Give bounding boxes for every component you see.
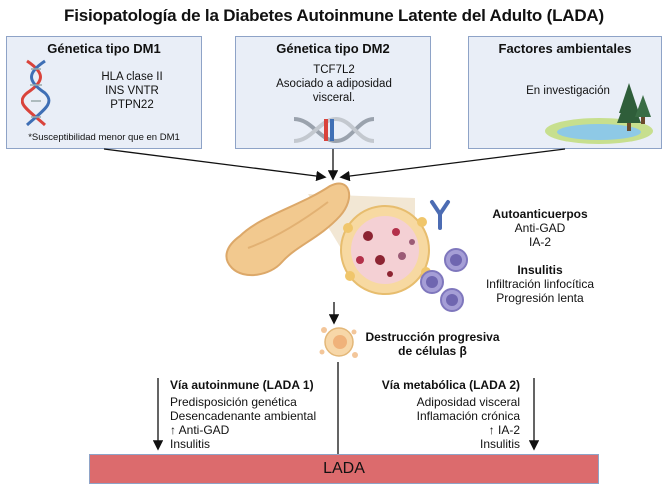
pancreas-icon (225, 182, 350, 277)
box-genetics-dm1: Génetica tipo DM1 HLA clase II INS VNTR … (6, 36, 202, 149)
insulitis-line-2: Progresión lenta (496, 291, 584, 305)
autoinmune-line-2: Desencadenante ambiental (170, 409, 317, 423)
env-line: En investigación (526, 85, 610, 97)
box-dm2-title: Génetica tipo DM2 (276, 41, 390, 56)
destruccion-line-2: de células β (398, 344, 467, 358)
arrow-env-to-pancreas (339, 148, 566, 182)
dm1-note: *Susceptibilidad menor que en DM1 (28, 132, 180, 143)
insulitis-line-1: Infiltración linfocítica (485, 277, 595, 291)
dna-fragment-icon (293, 116, 375, 144)
diagram-title: Fisiopatología de la Diabetes Autoinmune… (64, 6, 604, 25)
antibody-icon (430, 200, 450, 230)
metabolica-line-3: ↑ IA-2 (488, 423, 520, 437)
destruccion-line-1: Destrucción progresiva (365, 330, 500, 344)
metabolica-line-4: Insulitis (479, 437, 520, 451)
autoinmune-line-3: ↑ Anti-GAD (170, 423, 230, 437)
insulitis-heading: Insulitis (517, 263, 563, 277)
dm2-line-2: Asociado a adiposidad (276, 78, 392, 90)
autoanticuerpos-heading: Autoanticuerpos (492, 207, 588, 221)
autoinmune-line-1: Predisposición genética (170, 395, 297, 409)
dm2-line-3: visceral. (312, 92, 356, 104)
box-dm1-title: Génetica tipo DM1 (47, 41, 161, 56)
autoinmune-line-4: Insulitis (170, 437, 211, 451)
dna-helix-icon (21, 59, 51, 127)
beta-cell-icon (319, 327, 358, 358)
arrow-dm1-to-pancreas (103, 148, 327, 182)
landscape-lake-trees-icon (545, 83, 653, 144)
dm2-line-1: TCF7L2 (313, 64, 355, 76)
dm1-line-3: PTPN22 (110, 99, 154, 111)
autoanticuerpos-line-1: Anti-GAD (514, 221, 566, 235)
dm1-line-2: INS VNTR (105, 85, 159, 97)
autoinmune-heading: Vía autoinmune (LADA 1) (170, 378, 314, 392)
box-env-title: Factores ambientales (498, 41, 632, 56)
dm1-line-1: HLA clase II (101, 71, 163, 83)
metabolica-heading: Vía metabólica (LADA 2) (381, 378, 520, 392)
lada-result-bar: LADA (89, 454, 599, 484)
lymphocyte-icon (420, 248, 468, 312)
metabolica-line-2: Inflamación crónica (416, 409, 520, 423)
box-genetics-dm2: Génetica tipo DM2 TCF7L2 Asociado a adip… (235, 36, 431, 149)
metabolica-line-1: Adiposidad visceral (416, 395, 520, 409)
box-environmental: Factores ambientales En investigación (468, 36, 662, 149)
pancreas-islet-illustration (225, 182, 468, 312)
autoanticuerpos-line-2: IA-2 (528, 235, 551, 249)
